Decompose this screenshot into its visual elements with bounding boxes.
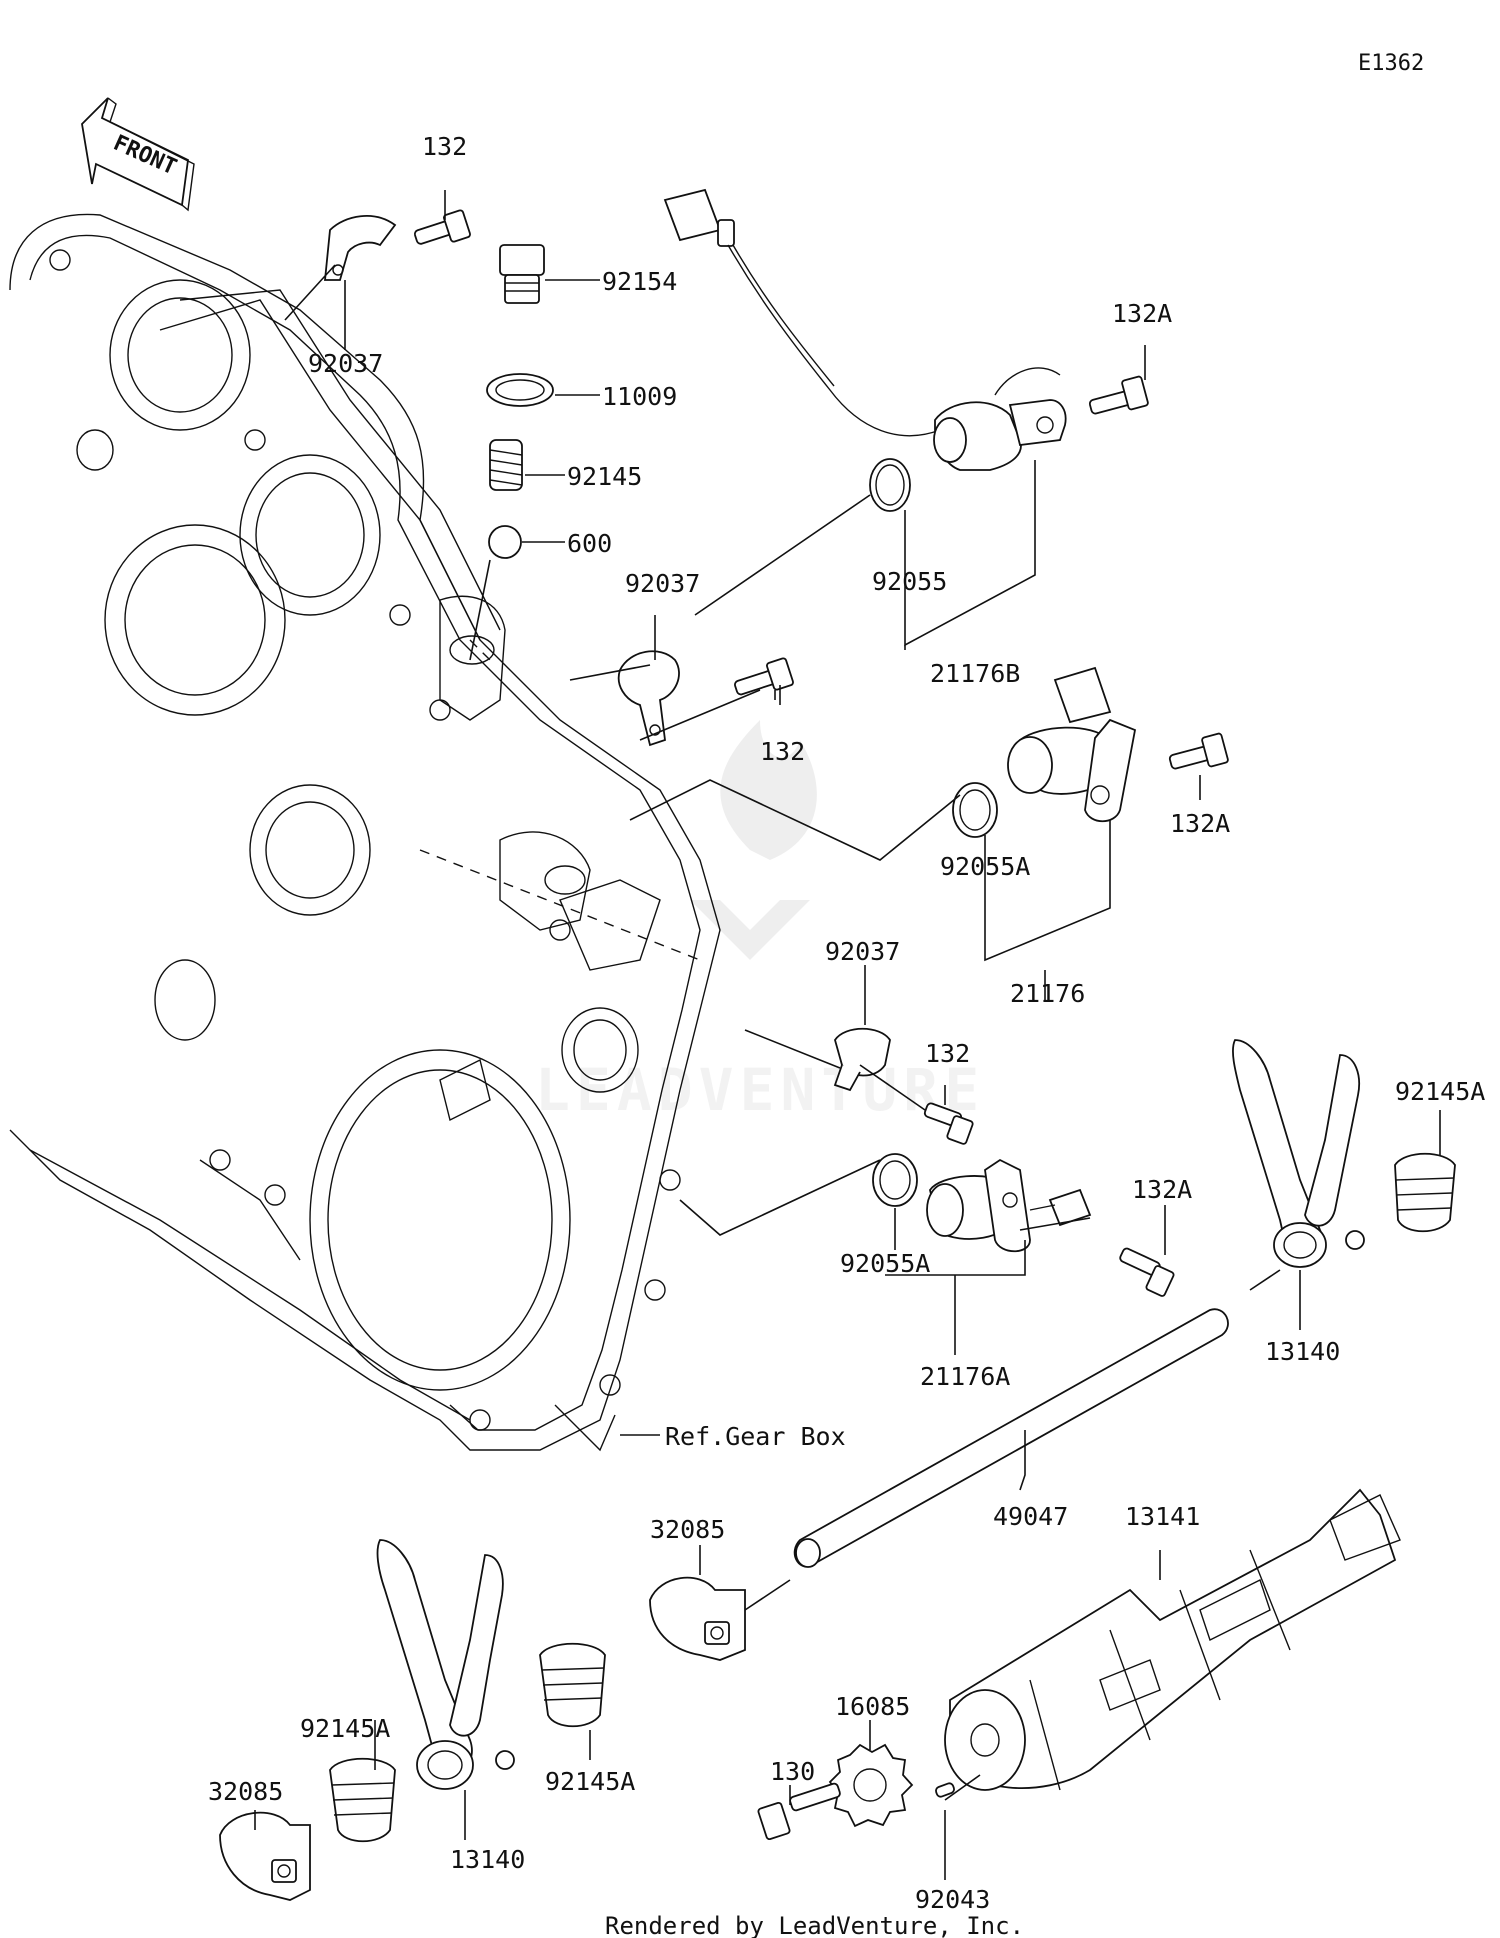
label-132a-low: 132A xyxy=(1132,1175,1192,1204)
label-ref-gear-box: Ref.Gear Box xyxy=(665,1422,846,1451)
label-16085: 16085 xyxy=(835,1692,910,1721)
sensor-21176b[interactable] xyxy=(663,188,1067,471)
label-132-mid: 132 xyxy=(760,737,805,766)
plug-92154[interactable] xyxy=(499,244,545,304)
label-92055: 92055 xyxy=(872,567,947,596)
shift-fork-13140-right[interactable] xyxy=(1232,1039,1365,1268)
watermark-logo: LEADVENTURE xyxy=(535,720,985,1124)
label-21176a: 21176A xyxy=(920,1362,1010,1391)
label-92145a-left: 92145A xyxy=(300,1714,390,1743)
spring-92145a-center[interactable] xyxy=(539,1642,606,1728)
label-132a-mid: 132A xyxy=(1170,809,1230,838)
sensor-21176a[interactable] xyxy=(926,1158,1092,1253)
label-92055a-low: 92055A xyxy=(840,1249,930,1278)
spring-92145a-left[interactable] xyxy=(329,1757,396,1843)
spring-92145a-right[interactable] xyxy=(1394,1152,1456,1233)
label-132a-top: 132A xyxy=(1112,299,1172,328)
watermark-text: LEADVENTURE xyxy=(535,1056,985,1124)
clamp-92037-top[interactable] xyxy=(324,215,397,281)
label-49047: 49047 xyxy=(993,1502,1068,1531)
bolt-132a-mid[interactable] xyxy=(1168,732,1229,770)
crankcase-illustration xyxy=(9,213,721,1452)
diagram-id: E1362 xyxy=(1358,51,1424,76)
sensor-21176[interactable] xyxy=(1007,666,1137,823)
label-92154: 92154 xyxy=(602,267,677,296)
spring-92145[interactable] xyxy=(489,439,523,491)
shift-drum-13141[interactable] xyxy=(944,1488,1401,1791)
label-92055a-mid: 92055A xyxy=(940,852,1030,881)
label-600: 600 xyxy=(567,529,612,558)
bolt-132-top[interactable] xyxy=(413,209,471,245)
leader-lines xyxy=(254,190,1441,1880)
label-92037-mid: 92037 xyxy=(625,569,700,598)
bolt-132a-low[interactable] xyxy=(1119,1247,1175,1297)
label-32085-left: 32085 xyxy=(208,1777,283,1806)
label-13140-left: 13140 xyxy=(450,1845,525,1874)
guide-32085-left[interactable] xyxy=(219,1811,311,1901)
label-21176b: 21176B xyxy=(930,659,1020,688)
clamp-92037-low[interactable] xyxy=(833,1027,891,1092)
label-32085-mid: 32085 xyxy=(650,1515,725,1544)
label-11009: 11009 xyxy=(602,382,677,411)
front-arrow-icon: FRONT xyxy=(81,97,195,212)
label-21176: 21176 xyxy=(1010,979,1085,1008)
bolt-132a-top[interactable] xyxy=(1088,375,1149,415)
label-92037-top: 92037 xyxy=(308,349,383,378)
guide-32085-mid[interactable] xyxy=(649,1576,746,1661)
clamp-92037-mid[interactable] xyxy=(617,650,680,747)
shift-fork-13140-left[interactable] xyxy=(376,1539,515,1790)
label-13141: 13141 xyxy=(1125,1502,1200,1531)
label-92037-low: 92037 xyxy=(825,937,900,966)
shift-rod-49047[interactable] xyxy=(793,1308,1229,1568)
ball-600[interactable] xyxy=(488,525,522,559)
label-132-top: 132 xyxy=(422,132,467,161)
label-92145a-right: 92145A xyxy=(1395,1077,1485,1106)
pin-92043[interactable] xyxy=(935,1782,955,1798)
washer-11009[interactable] xyxy=(486,373,554,407)
label-130: 130 xyxy=(770,1757,815,1786)
footer-credit: Rendered by LeadVenture, Inc. xyxy=(605,1912,1024,1938)
bolt-132-mid[interactable] xyxy=(734,657,794,696)
bolt-132-low[interactable] xyxy=(923,1102,974,1145)
label-92145: 92145 xyxy=(567,462,642,491)
bolt-130[interactable] xyxy=(757,1782,841,1841)
gear-16085[interactable] xyxy=(828,1743,914,1828)
label-92145a-center: 92145A xyxy=(545,1767,635,1796)
label-132-low: 132 xyxy=(925,1039,970,1068)
label-92043: 92043 xyxy=(915,1885,990,1914)
label-13140-right: 13140 xyxy=(1265,1337,1340,1366)
